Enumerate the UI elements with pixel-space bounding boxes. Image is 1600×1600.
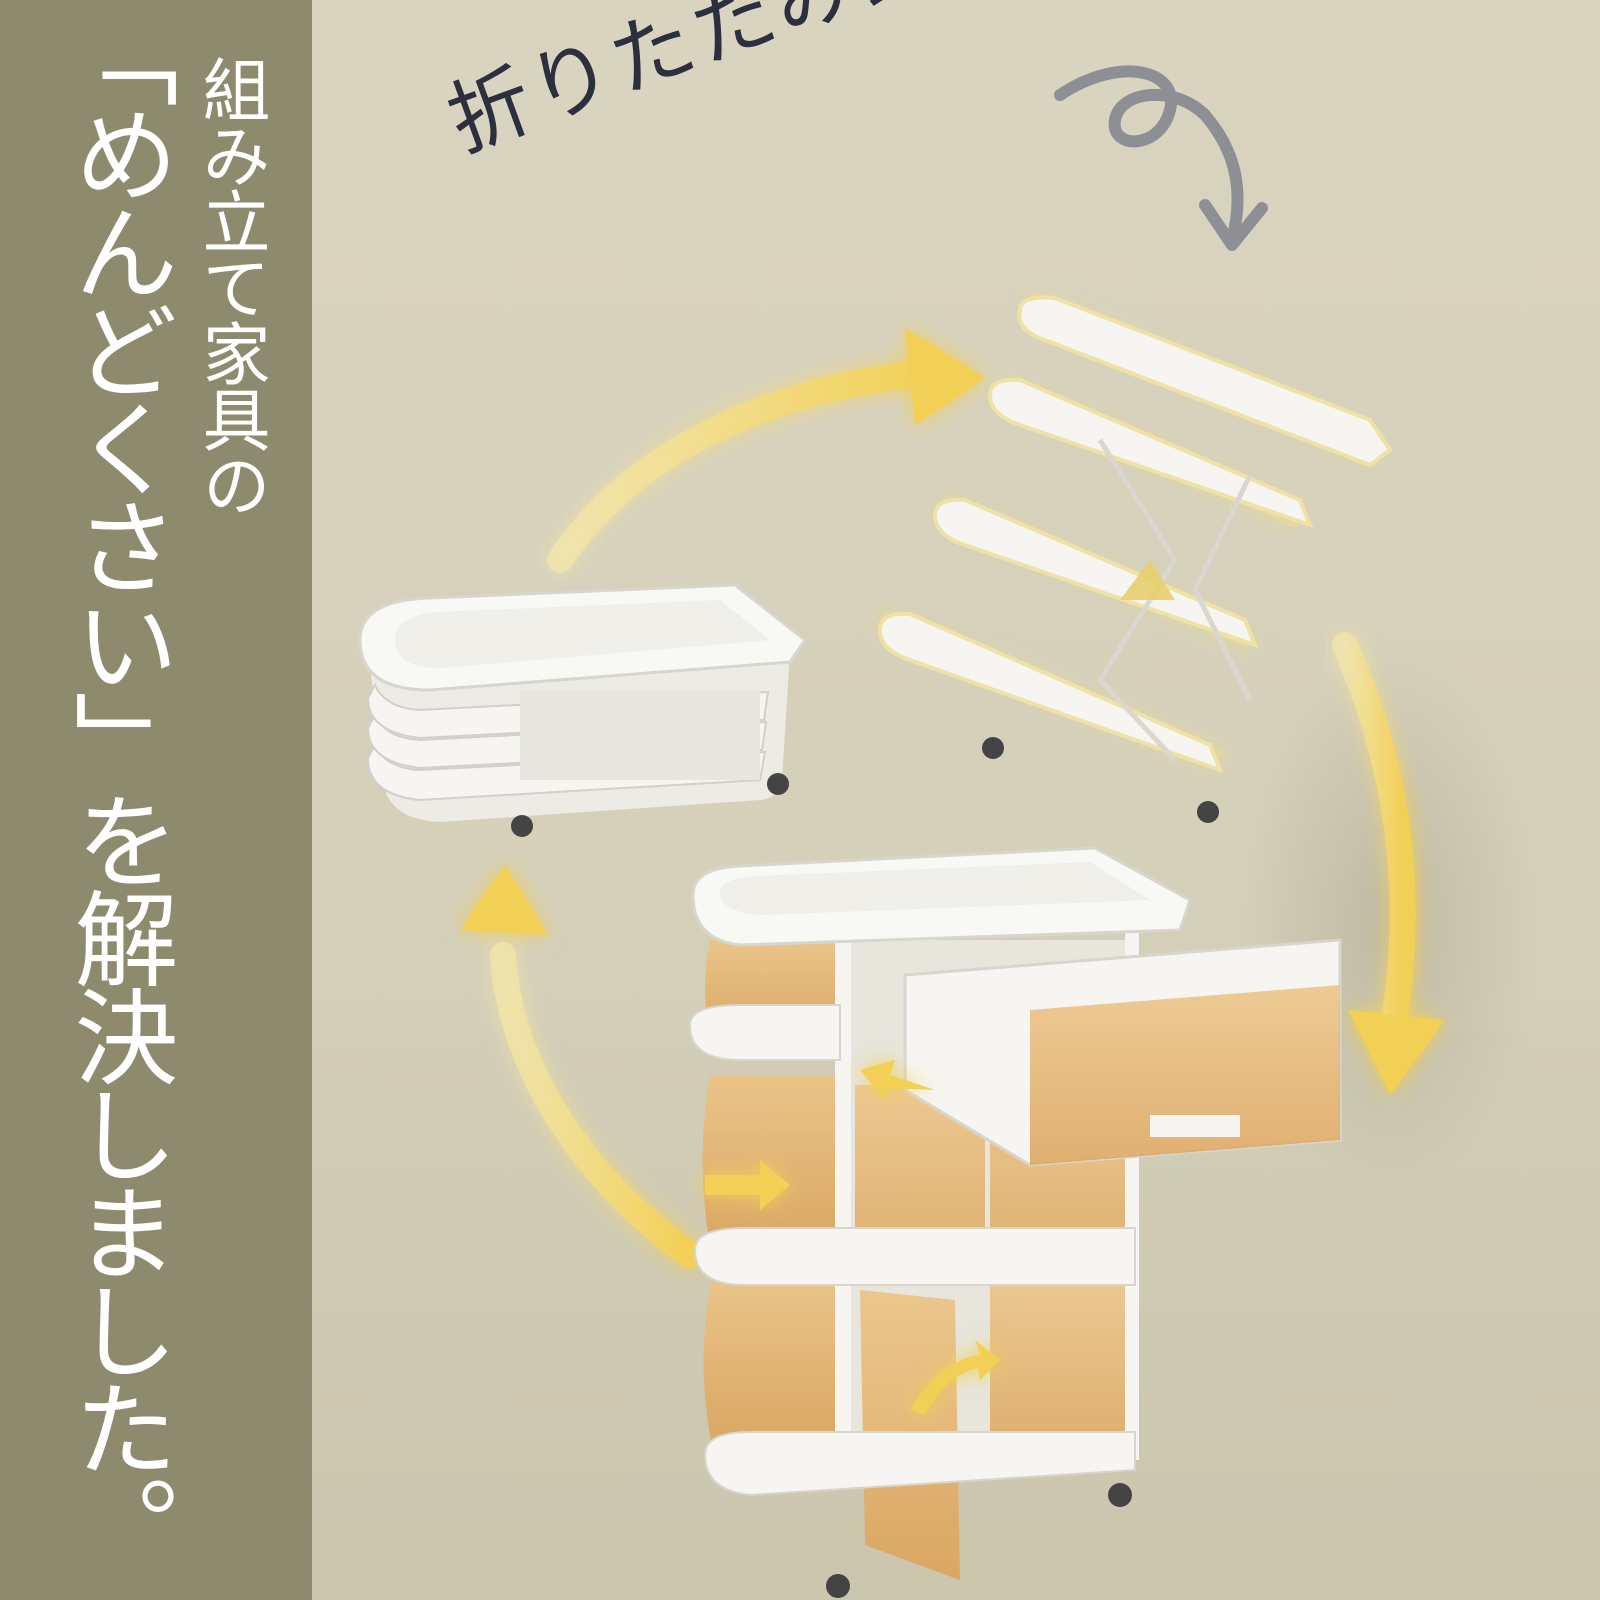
cycle-arrow-right-icon [1332,632,1445,1095]
assembled-cabinet [688,846,1342,1598]
folded-cart [358,583,808,837]
text-panel: 組み立て家具の 「めんどくさい」を解決しました。 [0,0,312,1600]
heading-line-1: 組み立て家具の [190,55,269,517]
unfolding-cart [876,291,1393,823]
cycle-arrow-top-icon [547,328,985,573]
cycle-arrow-left-icon [460,865,703,1268]
curl-arrow-icon [1054,65,1268,251]
heading-line-2: 「めんどくさい」を解決しました。 [56,4,178,1572]
